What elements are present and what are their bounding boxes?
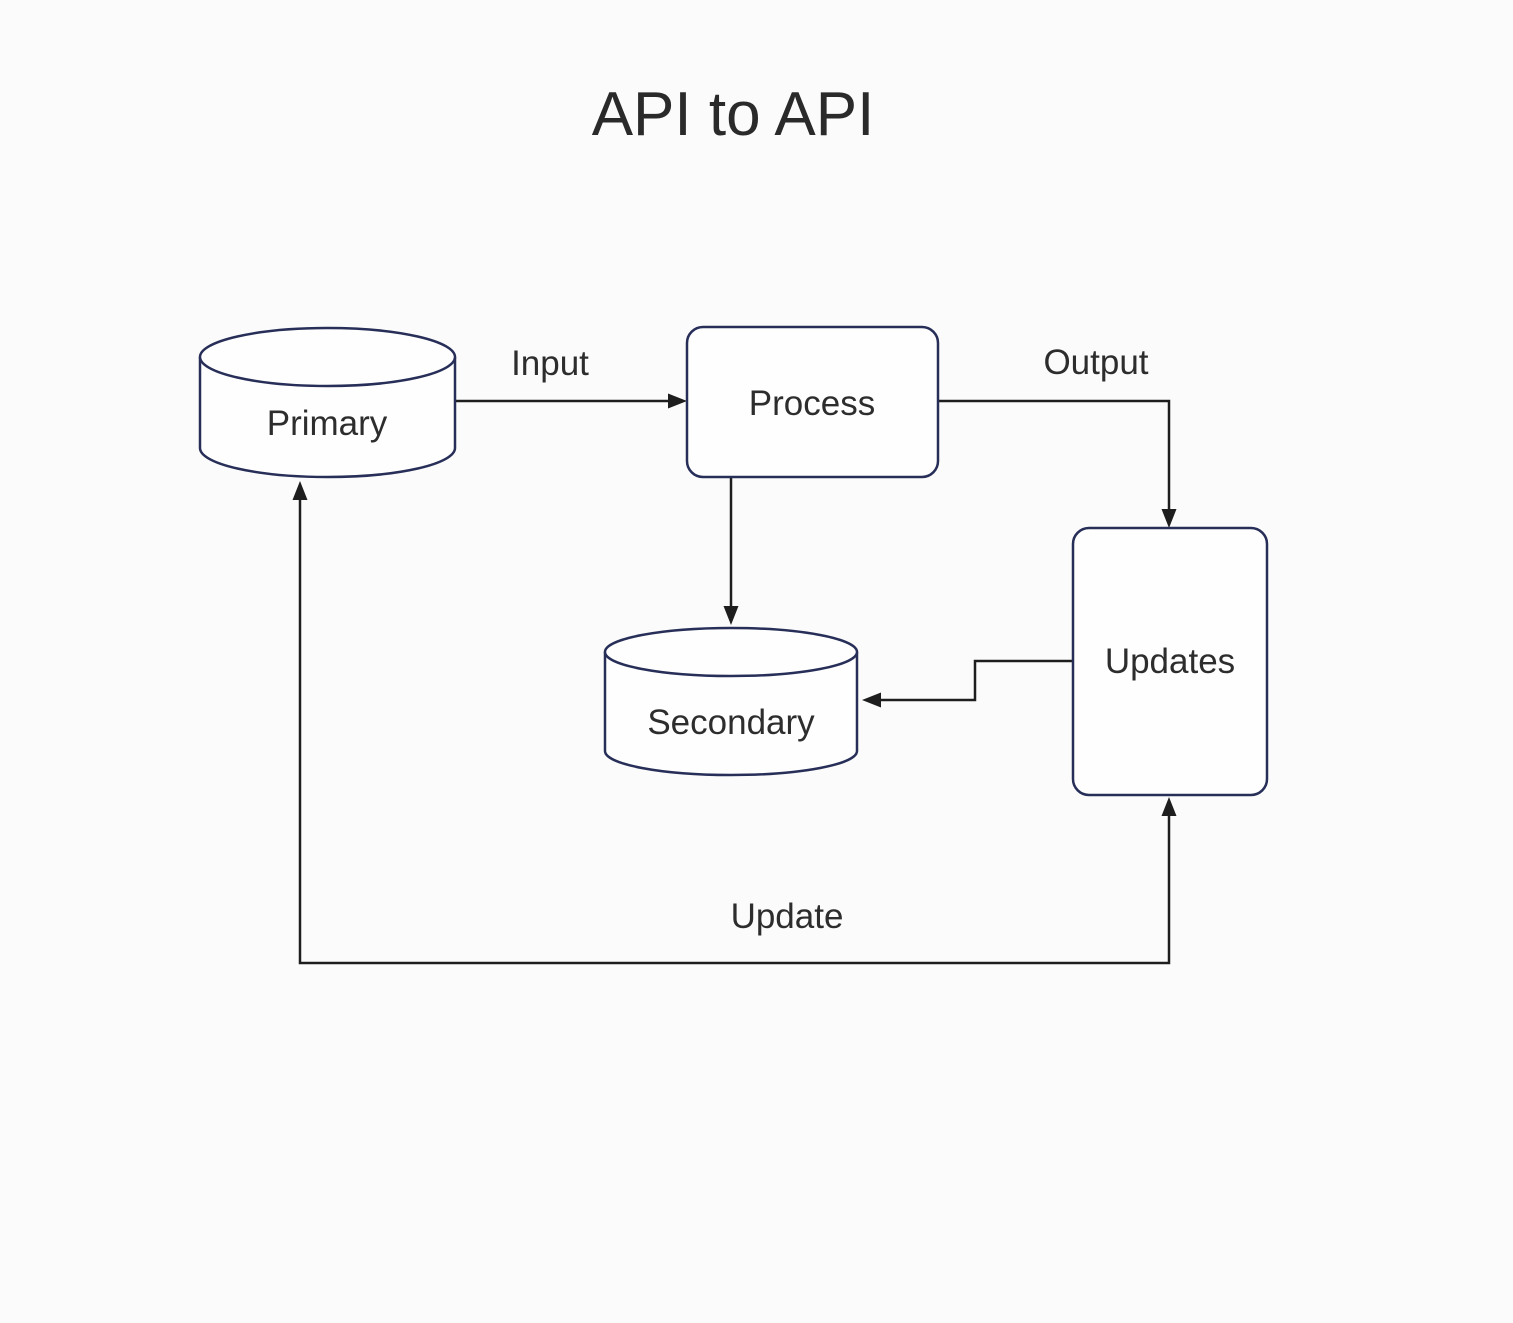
edge-input: Input xyxy=(455,344,687,409)
arrowhead-right-icon xyxy=(668,393,687,409)
node-secondary-label: Secondary xyxy=(647,703,815,742)
arrowhead-left-icon xyxy=(862,692,881,708)
node-updates-label: Updates xyxy=(1105,642,1235,681)
updates-box xyxy=(1071,526,1269,797)
edge-output: Output xyxy=(938,343,1177,528)
edge-update-loop: Update xyxy=(292,481,1177,965)
page-title: API to API xyxy=(592,80,875,149)
edge-input-label: Input xyxy=(511,344,589,383)
edge-update-label: Update xyxy=(731,897,844,936)
arrowhead-up-icon xyxy=(1161,797,1177,816)
node-process: Process xyxy=(685,325,940,479)
database-cylinder-top xyxy=(198,326,457,388)
database-cylinder-top xyxy=(603,626,859,678)
edge-updates-secondary xyxy=(862,659,1073,708)
edge-process-secondary xyxy=(723,477,739,625)
node-primary: Primary xyxy=(198,326,457,479)
node-process-label: Process xyxy=(749,384,875,423)
edge-updates-secondary-line xyxy=(877,659,1073,702)
database-cylinder-body xyxy=(603,652,859,777)
arrowhead-down-icon xyxy=(723,606,739,625)
node-primary-label: Primary xyxy=(267,404,388,443)
arrowhead-down-icon xyxy=(1161,509,1177,528)
node-secondary: Secondary xyxy=(603,626,859,777)
edge-output-label: Output xyxy=(1043,343,1148,382)
edge-output-line xyxy=(938,399,1171,513)
process-box xyxy=(685,325,940,479)
arrowhead-up-icon xyxy=(292,481,308,500)
database-cylinder-body xyxy=(198,357,457,479)
edge-update-loop-line xyxy=(298,496,1171,965)
node-updates: Updates xyxy=(1071,526,1269,797)
